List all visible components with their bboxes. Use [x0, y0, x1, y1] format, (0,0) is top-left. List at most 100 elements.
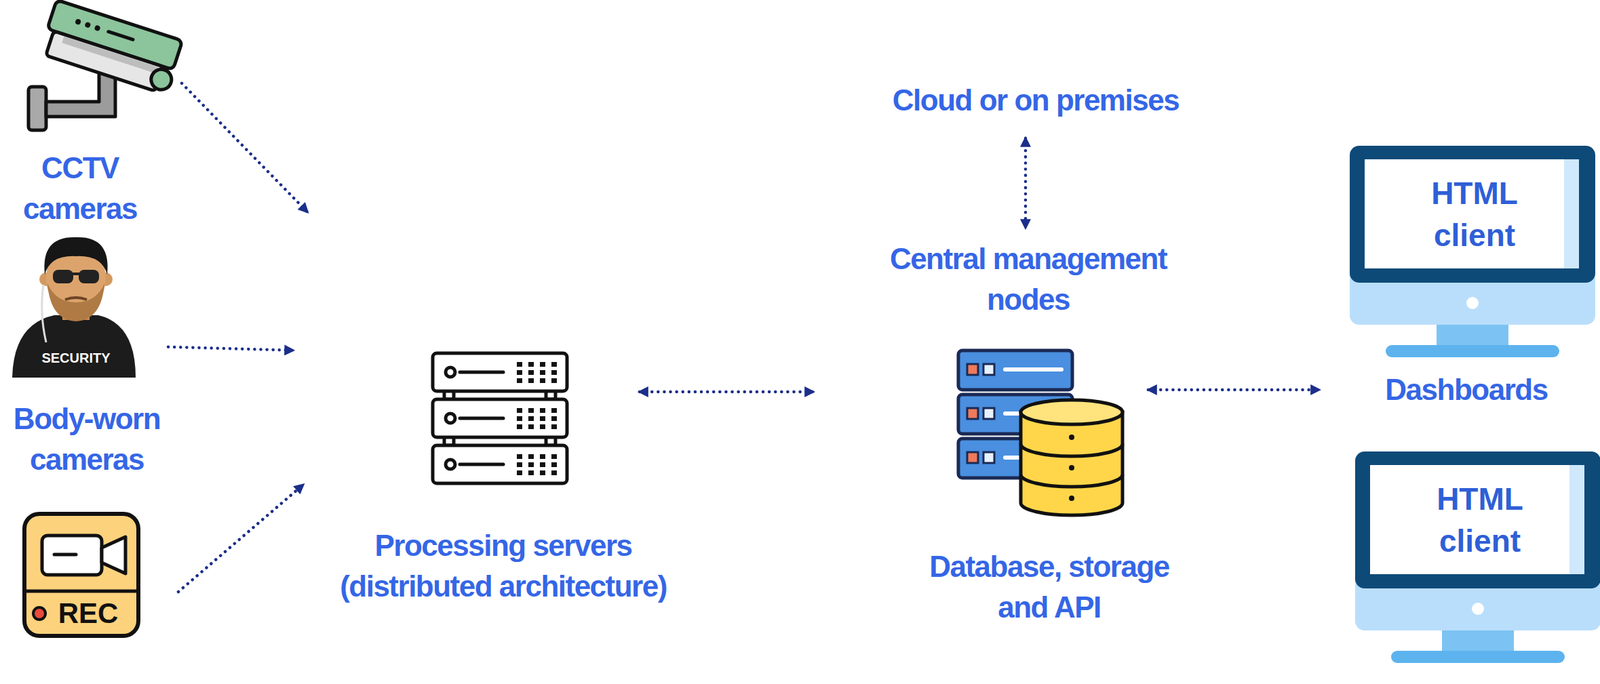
server-vent: [528, 454, 534, 460]
security-guard-icon-part: [52, 269, 74, 284]
server-vent: [528, 424, 534, 430]
server-vent: [516, 408, 523, 414]
server-rack-icon-part: [459, 463, 504, 467]
cctv-camera-icon-part: [46, 70, 116, 117]
text-block: Dashboards: [1364, 369, 1569, 411]
node-label: Processing servers (distributed architec…: [299, 525, 707, 608]
dotted-connector: [181, 83, 308, 213]
video-record-icon: [24, 514, 139, 637]
monitor-frame: [1349, 145, 1596, 283]
dotted-connector: [639, 390, 814, 395]
cctv-camera-icon-part-part: [108, 31, 133, 41]
cctv-camera-icon: [28, 0, 185, 131]
node-label: HTML client: [1399, 172, 1550, 257]
monitor-neck: [1436, 320, 1509, 350]
server-rack-icon-part: [432, 445, 568, 484]
server-vent: [539, 416, 546, 422]
cctv-camera-icon-part-part: [74, 18, 82, 26]
cctv-camera-icon-part-part: [94, 24, 102, 32]
database-server-icon-part-part: [983, 452, 995, 464]
monitor-frame: [1355, 451, 1600, 589]
server-vent: [528, 416, 534, 422]
text-block: Processing servers (distributed architec…: [299, 525, 707, 608]
security-guard-icon: [12, 237, 136, 378]
database-server-icon-part: [1020, 412, 1123, 516]
server-vent: [516, 362, 523, 367]
node-label: HTML client: [1405, 478, 1555, 563]
video-record-icon-part: [24, 590, 139, 594]
monitor-button: [1466, 297, 1479, 310]
server-vent: [516, 370, 523, 376]
server-vent: [516, 454, 523, 460]
database-node: Database, storage and API: [957, 349, 1123, 516]
security-guard-icon-part: [65, 297, 87, 300]
server-vent: [516, 470, 523, 476]
server-vent: [539, 378, 546, 384]
shirt-print: SECURITY: [25, 349, 127, 367]
monitor-screen: [1370, 465, 1585, 575]
server-rack-icon-part: [432, 399, 568, 438]
database-server-icon-part-part: [983, 408, 995, 420]
cctv-camera-icon-part-part: [45, 31, 163, 92]
database-server-icon: [958, 350, 1123, 516]
server-vent: [551, 378, 557, 384]
server-vent: [528, 378, 534, 384]
database-server-icon-part-part: [967, 408, 979, 420]
server-vent: [539, 454, 546, 460]
dashboard-group: DashboardsHTML clientHTML client: [1349, 145, 1600, 684]
database-server-icon-part: [1068, 465, 1075, 471]
dotted-connector: [1148, 388, 1320, 393]
security-guard-icon-part: [47, 283, 105, 322]
database-server-icon-part: [1068, 434, 1075, 441]
video-record-icon-part: [54, 553, 76, 557]
node-label: Body-worn cameras: [6, 398, 167, 481]
dotted-connector: [168, 347, 294, 351]
monitor-neck: [1441, 626, 1514, 656]
server-vent: [528, 362, 534, 367]
video-record-icon-part: [101, 537, 126, 574]
cctv-camera-icon-part-part: [61, 36, 159, 74]
server-vent: [551, 370, 557, 376]
server-vent: [539, 362, 546, 367]
server-vent: [551, 462, 557, 468]
database-server-icon-part: [1020, 444, 1123, 487]
text-block: HTML client: [1399, 172, 1550, 257]
database-server-icon-part-part: [958, 350, 1073, 390]
server-vent: [516, 424, 523, 430]
server-rack-icon-part: [445, 367, 456, 378]
node-label: Central management nodes: [868, 238, 1188, 321]
database-server-icon-part-part: [1005, 367, 1062, 372]
security-guard-icon-part: [44, 237, 108, 275]
monitor-button: [1471, 602, 1485, 616]
server-rack-icon: [432, 353, 568, 484]
video-record-icon-part: [33, 607, 46, 620]
text-block: CCTV cameras: [8, 147, 152, 230]
server-vent: [539, 470, 546, 476]
cctv-camera-icon-part-part: [148, 66, 175, 93]
server-vent: [516, 416, 523, 422]
text-block: Cloud or on premises: [852, 80, 1219, 121]
server-node: Processing servers (distributed architec…: [431, 352, 569, 490]
video-record-icon-part: [24, 514, 139, 637]
node-label: Cloud or on premises: [852, 80, 1219, 121]
location-node: Cloud or on premises: [852, 80, 1219, 121]
server-rack-icon-part: [445, 459, 456, 470]
monitor-base: [1385, 345, 1560, 358]
server-vent: [551, 416, 557, 422]
server-vent: [516, 462, 523, 468]
server-vent: [539, 370, 546, 376]
server-vent: [528, 462, 534, 468]
monitor-base: [1391, 651, 1565, 664]
database-server-icon-part: [1020, 400, 1123, 425]
server-vent: [539, 424, 546, 430]
database-server-icon-part: [967, 364, 995, 464]
server-vent: [539, 462, 546, 468]
server-vent: [551, 424, 557, 430]
security-guard-icon-part: [42, 284, 47, 343]
management-node: Central management nodes: [868, 238, 1188, 321]
text-block: HTML client: [1405, 478, 1555, 563]
server-vent: [539, 408, 546, 414]
client-monitor: HTML client: [1355, 451, 1600, 684]
cctv-camera-icon-part-part: [84, 21, 91, 29]
record-feed-arrow: [178, 484, 304, 593]
